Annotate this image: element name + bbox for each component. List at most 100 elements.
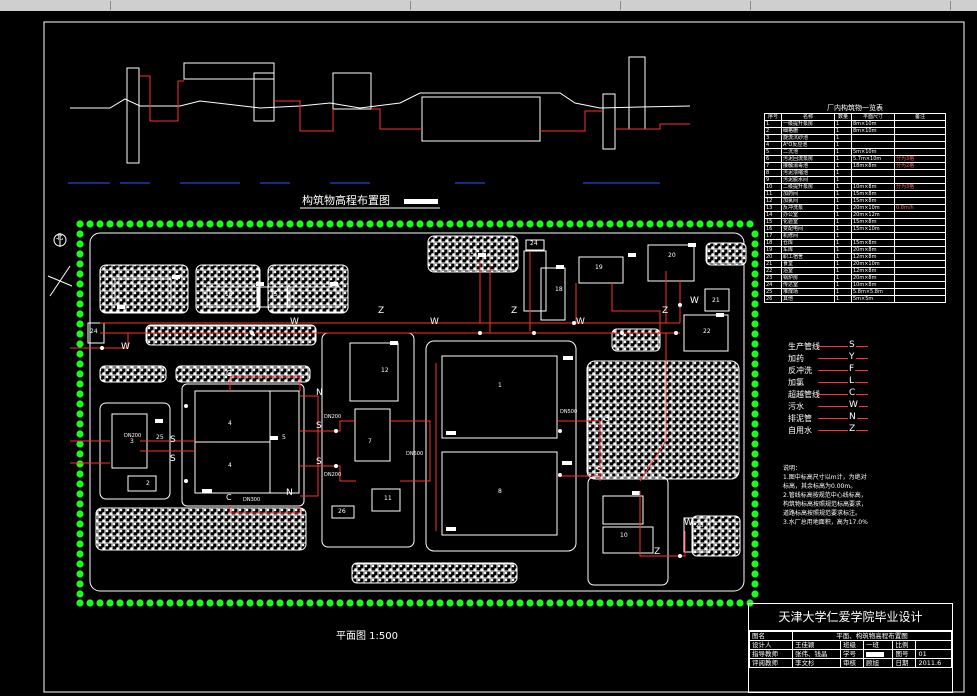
title-block-grid: 图名 平面、构筑物高程布置图 设计人 王佳颖 班级 一班 比例 指导教师 张伟、… bbox=[749, 631, 952, 668]
table-cell: 20m×8m bbox=[851, 274, 895, 282]
table-cell: 变配电间 bbox=[781, 225, 835, 233]
col-header: 数量 bbox=[834, 113, 852, 121]
pipelines bbox=[70, 251, 686, 557]
hedge-dot bbox=[751, 240, 759, 248]
pipe-valves bbox=[100, 303, 682, 558]
notes-title: 说明： bbox=[783, 465, 802, 472]
hedge-dot bbox=[76, 390, 84, 398]
table-cell: 机修间 bbox=[781, 232, 835, 240]
hedge-dot bbox=[76, 440, 84, 448]
table-cell: 11 bbox=[764, 190, 782, 198]
hedge-dot bbox=[416, 599, 424, 607]
table-cell: 1 bbox=[834, 190, 852, 198]
pipe-diameter: DN300 bbox=[243, 497, 261, 503]
hedge-dot bbox=[76, 490, 84, 498]
hedge-dot bbox=[536, 220, 544, 228]
hedge-dot bbox=[386, 599, 394, 607]
table-cell: 二沉池 bbox=[781, 148, 835, 156]
site-inner-boundary bbox=[89, 232, 745, 592]
hedge-dot bbox=[226, 220, 234, 228]
hedge-dot bbox=[76, 460, 84, 468]
hedge-dot bbox=[726, 599, 734, 607]
table-cell: 5m×10m bbox=[851, 148, 895, 156]
hedge-dot bbox=[356, 599, 364, 607]
hedge-dot bbox=[76, 420, 84, 428]
hedge-dot bbox=[686, 599, 694, 607]
notes-line: 道路标高按照规范要求标注。 bbox=[783, 510, 862, 517]
structure-number: 18 bbox=[555, 286, 563, 293]
cad-drawing-canvas[interactable]: Z W Z W Z W W S S N N C C S S S S W W Z … bbox=[0, 11, 977, 696]
notes-line: 3.水厂总用地面积，高为17.0% bbox=[783, 519, 868, 526]
legend-symbol: S bbox=[848, 340, 856, 350]
hedge-dot bbox=[76, 240, 84, 248]
tb-value: 张伟、钱晶 bbox=[792, 649, 841, 659]
hedge-dot bbox=[116, 599, 124, 607]
hedge-dot bbox=[86, 220, 94, 228]
table-cell: 0.8m/h bbox=[894, 204, 946, 212]
hedge-dot bbox=[751, 510, 759, 518]
drawing-name: 平面、构筑物高程布置图 bbox=[792, 631, 952, 641]
table-cell: 加药间 bbox=[781, 190, 835, 198]
table-cell bbox=[894, 127, 946, 135]
hedge-dot bbox=[376, 599, 384, 607]
hedge-dot bbox=[76, 520, 84, 528]
hedge-dot bbox=[751, 370, 759, 378]
hedge-dot bbox=[196, 599, 204, 607]
hedge-dot bbox=[496, 599, 504, 607]
hedge-dot bbox=[366, 599, 374, 607]
tb-label: 审核 bbox=[839, 658, 865, 668]
structure-number: 4 bbox=[228, 462, 232, 469]
tb-label: 图名 bbox=[749, 631, 793, 641]
hedge-dot bbox=[466, 220, 474, 228]
hedge-dot bbox=[76, 590, 84, 598]
table-cell: 5 bbox=[764, 148, 782, 156]
hedge-dot bbox=[76, 310, 84, 318]
hedge-dot bbox=[76, 350, 84, 358]
pipe-letter-z: Z bbox=[654, 547, 661, 557]
hedge-dot bbox=[646, 599, 654, 607]
pipe-letter-s: S bbox=[170, 454, 176, 464]
table-cell: A²O反应池 bbox=[781, 141, 835, 149]
hedge-dot bbox=[136, 599, 144, 607]
structure-number: 20 bbox=[668, 252, 676, 259]
table-cell bbox=[894, 197, 946, 205]
hedge-dot bbox=[751, 410, 759, 418]
table-cell: 20m×10m bbox=[851, 260, 895, 268]
hedge-dot bbox=[416, 220, 424, 228]
table-cell: 1 bbox=[834, 267, 852, 275]
hedge-dot bbox=[296, 220, 304, 228]
table-cell: 10m×8m bbox=[851, 281, 895, 289]
table-cell: 9 bbox=[764, 176, 782, 184]
school-title: 天津大学仁爱学院毕业设计 bbox=[749, 604, 952, 631]
drawing-notes: 说明： 1.图中标高尺寸以m计，为绝对 标高，其余标高为0.00m。 2.管线标… bbox=[783, 464, 903, 527]
col-header: 名称 bbox=[781, 113, 835, 121]
table-cell: 加氯间 bbox=[781, 197, 835, 205]
table-cell: 6 bbox=[764, 155, 782, 163]
hedge-dot bbox=[236, 220, 244, 228]
pipe-letter-w: W bbox=[430, 317, 439, 327]
legend-line bbox=[818, 406, 868, 407]
tb-label: 班级 bbox=[839, 640, 865, 650]
table-cell bbox=[894, 246, 946, 254]
cad-drawing-svg bbox=[43, 21, 965, 693]
table-cell bbox=[894, 148, 946, 156]
green-areas bbox=[95, 235, 747, 584]
pipe-letter-w: W bbox=[290, 317, 299, 327]
hedge-dot bbox=[406, 220, 414, 228]
table-cell: 12m×8m bbox=[851, 253, 895, 261]
table-cell bbox=[894, 190, 946, 198]
legend-name: 加药 bbox=[788, 354, 804, 363]
hedge-dot bbox=[336, 220, 344, 228]
hedge-dot bbox=[256, 220, 264, 228]
hedge-dot bbox=[376, 220, 384, 228]
hedge-dot bbox=[76, 370, 84, 378]
table-cell: 12m×8m bbox=[851, 267, 895, 275]
table-cell bbox=[894, 225, 946, 233]
